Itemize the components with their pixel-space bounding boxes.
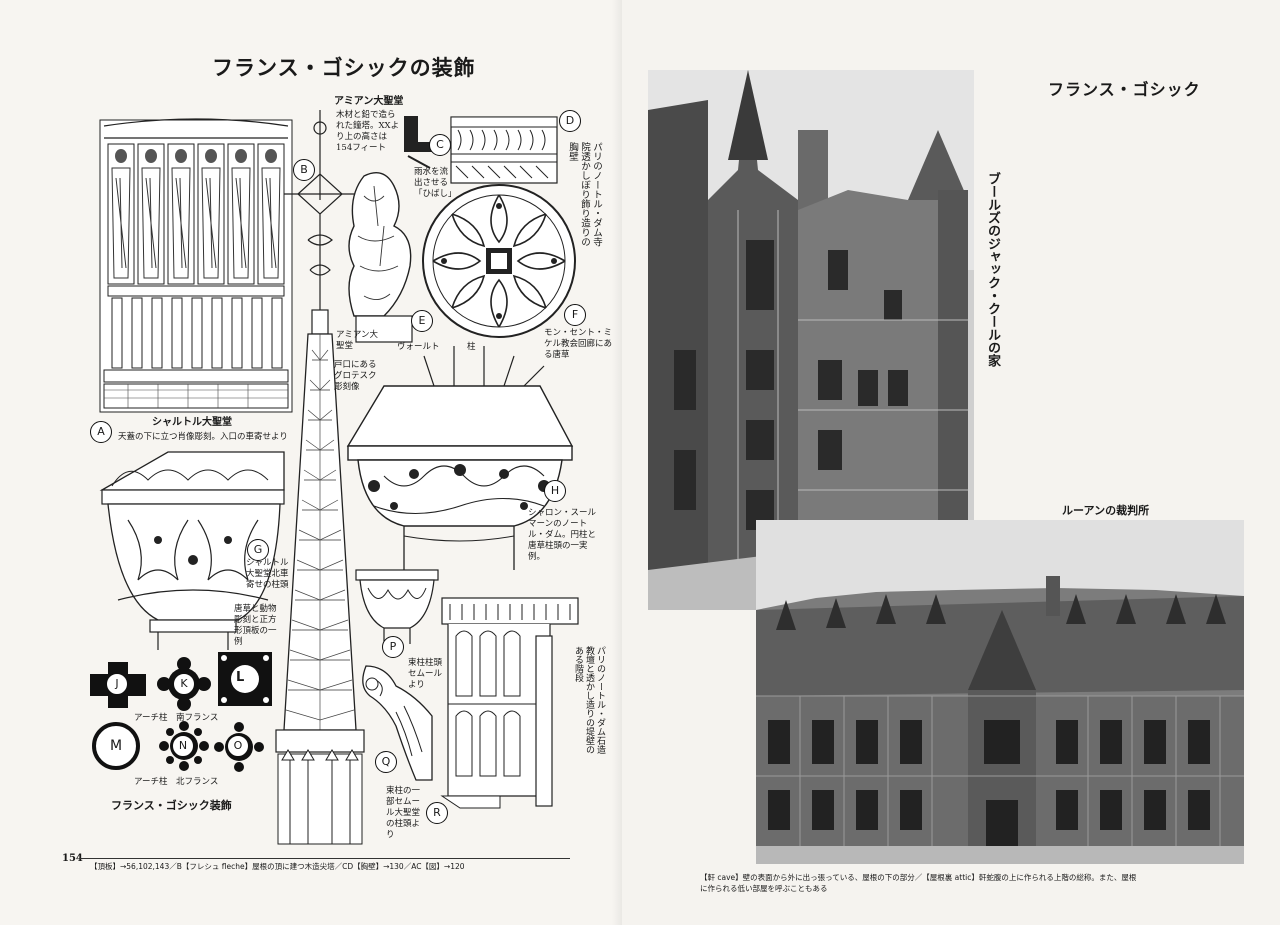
- illustration-amiens-spire: [275, 110, 365, 845]
- page-title-left: フランス・ゴシックの装飾: [212, 55, 476, 80]
- caption-amiens-title: アミアン大聖堂: [334, 96, 404, 107]
- illustration-chartres-statues: [99, 118, 293, 413]
- left-page: フランス・ゴシックの装飾: [0, 0, 622, 925]
- pier-plan-l: [218, 652, 272, 706]
- marker-d: D: [559, 110, 581, 132]
- marker-g: G: [247, 539, 269, 561]
- page-number: 154: [62, 853, 83, 864]
- marker-l: L: [236, 670, 245, 685]
- caption-g-text: シャルトル大聖堂北車寄せの柱頭: [246, 558, 289, 590]
- illustration-staircase-r: [440, 597, 579, 809]
- caption-e-title: アミアン大聖堂: [336, 330, 378, 351]
- marker-q: Q: [375, 751, 397, 773]
- caption-e-text: 戸口にあるグロテスク彫刻像: [334, 360, 377, 392]
- photo-jacques-coeur-house: [648, 70, 974, 610]
- illustration-capital-h: [346, 346, 574, 570]
- illustration-corbel-q: [362, 665, 433, 781]
- caption-arch-south: アーチ柱 南フランス: [134, 713, 219, 723]
- caption-p-text: 束柱柱頭セムールより: [408, 658, 443, 690]
- section-label: フランス・ゴシック装飾: [111, 799, 232, 812]
- caption-arch-north: アーチ柱 北フランス: [134, 777, 219, 787]
- caption-pillar: 柱: [467, 342, 476, 352]
- caption-amiens-text: 木材と鉛で造られた鐘塔。XXより上の高さは154フィート: [336, 110, 400, 153]
- illustration-parapet-d: [450, 116, 558, 184]
- illustration-capital-g: [99, 451, 285, 650]
- marker-b: B: [293, 159, 315, 181]
- marker-k: K: [173, 673, 195, 695]
- caption-stair-text: パリのノートル・ダム石造教壇と透かし造りの堤壁のある階段: [573, 646, 605, 754]
- caption-vault: ヴォールト: [397, 342, 440, 352]
- marker-j: J: [106, 673, 128, 695]
- caption-h-text: シャロン・スールマーンのノートル・ダム。円柱と唐草柱頭の一実例。: [528, 508, 597, 562]
- marker-m: M: [92, 722, 140, 770]
- marker-e: E: [411, 310, 433, 332]
- caption-rouen: ルーアンの裁判所: [1062, 504, 1150, 517]
- caption-f-text: モン・セント・ミケル教会回廊にある唐草: [544, 328, 613, 360]
- caption-c-text: 雨水を流出させる「ひばし」: [414, 167, 457, 199]
- caption-chartres-title: シャルトル大聖堂: [152, 417, 232, 428]
- marker-h: H: [544, 480, 566, 502]
- footer-rule: [80, 858, 570, 859]
- illustration-rosette-f: [422, 184, 576, 338]
- caption-jacques-coeur: ブールズのジャック・クールの家: [985, 172, 1000, 367]
- footer-note-left: 【頂板】→56,102,143／B【フレシュ fleche】屋根の頂に建つ木造尖…: [90, 862, 465, 871]
- marker-r: R: [426, 802, 448, 824]
- footer-note-right: 【軒 cave】壁の表面から外に出っ張っている、屋根の下の部分／【屋根裏 att…: [700, 873, 1137, 893]
- marker-a: A: [90, 421, 112, 443]
- marker-c: C: [429, 134, 451, 156]
- page-title-right: フランス・ゴシック: [1048, 80, 1201, 99]
- caption-g-text2: 唐草と動物彫刻と正方形頂板の一例: [234, 604, 277, 647]
- photo-rouen-courthouse: [756, 520, 1244, 864]
- caption-d-text: パリのノートル・ダム寺院透かしぼり飾り造りの胸壁: [567, 142, 602, 247]
- marker-f: F: [564, 304, 586, 326]
- caption-chartres-text: 天蓋の下に立つ肖像彫刻。入口の車寄せより: [118, 432, 288, 442]
- illustration-grotesque-e: [348, 172, 413, 343]
- marker-p: P: [382, 636, 404, 658]
- illustration-capital-p: [355, 569, 439, 644]
- marker-o: O: [227, 735, 249, 757]
- marker-n: N: [172, 735, 194, 757]
- caption-q-text: 束柱の一部セムール大聖堂の柱頭より: [386, 786, 421, 840]
